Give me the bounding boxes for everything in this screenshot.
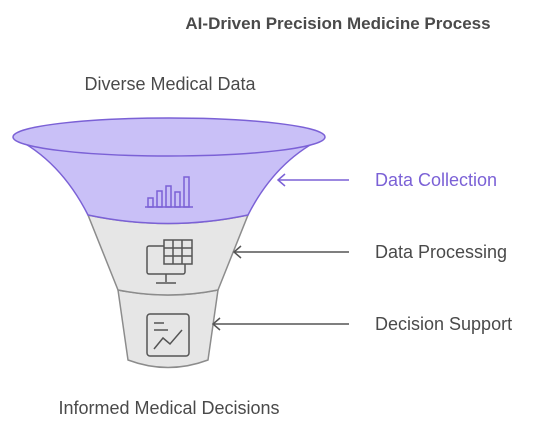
bar-chart-icon (145, 176, 193, 208)
line-chart-icon (146, 313, 190, 357)
stage-label-data-processing: Data Processing (375, 242, 507, 262)
arrow-data-collection (276, 173, 349, 187)
stage-label-data-collection: Data Collection (375, 170, 497, 190)
funnel-stage-data-collection (12, 117, 326, 225)
input-label: Diverse Medical Data (84, 74, 256, 94)
arrow-decision-support (211, 317, 349, 331)
stage-label-decision-support: Decision Support (375, 314, 512, 334)
funnel-rim (12, 117, 326, 157)
output-label: Informed Medical Decisions (58, 398, 279, 418)
diagram-title: AI-Driven Precision Medicine Process (185, 14, 490, 33)
arrow-data-processing (232, 245, 349, 259)
computer-data-icon (146, 239, 193, 284)
